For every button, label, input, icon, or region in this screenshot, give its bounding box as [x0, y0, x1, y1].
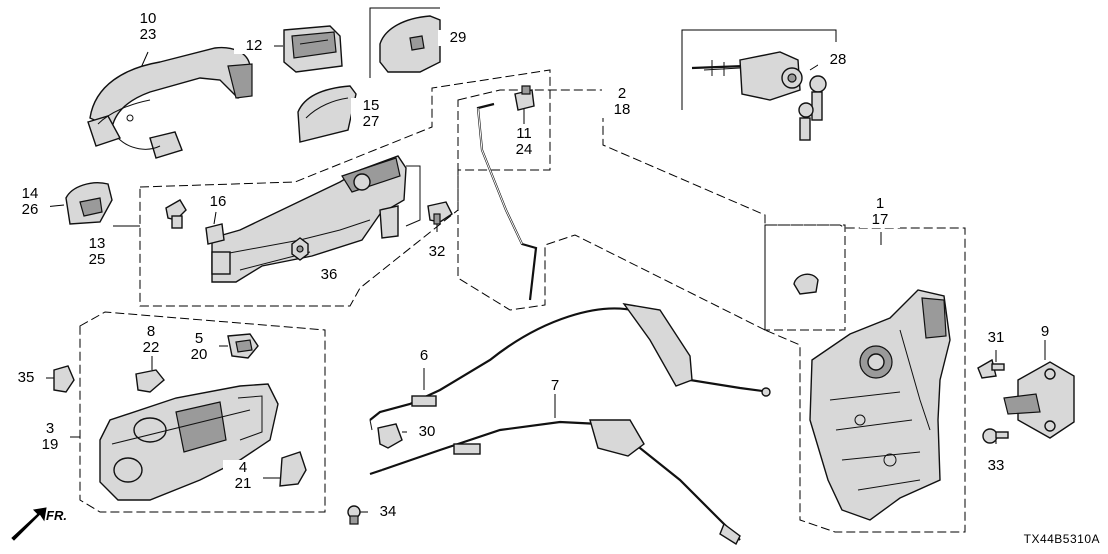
callout-16: 16 [198, 194, 238, 210]
callout-12: 12 [234, 38, 274, 54]
callout-34: 34 [368, 504, 408, 520]
callout-28: 28 [818, 52, 858, 68]
callout-6: 6 [404, 348, 444, 364]
outer-door-handle [87, 46, 253, 159]
front-direction-label: FR. [46, 508, 67, 523]
callout-31: 31 [976, 330, 1016, 346]
diagram-code: TX44B5310A [1023, 532, 1100, 546]
callout-30: 30 [407, 424, 447, 440]
bracket-28 [681, 29, 837, 110]
handle-cap [283, 25, 343, 73]
callout-7: 7 [535, 378, 575, 394]
cable-7 [369, 419, 741, 546]
cylinder-cover [379, 15, 441, 73]
bracket-29 [369, 7, 440, 78]
callout-32: 32 [417, 244, 457, 260]
callout-35: 35 [6, 370, 46, 386]
group-outline-handle-base [139, 69, 551, 307]
callout-29: 29 [438, 30, 478, 46]
callout-33: 33 [976, 458, 1016, 474]
fasteners [165, 199, 453, 261]
cable-6 [369, 303, 771, 431]
group-outline-lock-bracket [764, 224, 846, 331]
rear-handle-cover [65, 182, 113, 225]
handle-pad [297, 85, 357, 143]
front-arrow-icon [11, 507, 47, 541]
latch-rod [476, 102, 538, 301]
callout-9: 9 [1025, 324, 1065, 340]
handle-base-frame [211, 155, 421, 283]
rod-clip [514, 85, 535, 111]
group-outline-inner-handle [79, 311, 326, 513]
inner-handle-housing [99, 383, 279, 501]
group-outline-latch [457, 89, 966, 533]
callout-36: 36 [309, 267, 349, 283]
housing-clips [53, 333, 361, 525]
key-cylinder-assembly [691, 51, 827, 141]
striker-plate [977, 358, 1075, 444]
cable-clip [377, 423, 403, 449]
door-latch-assembly [793, 273, 951, 521]
